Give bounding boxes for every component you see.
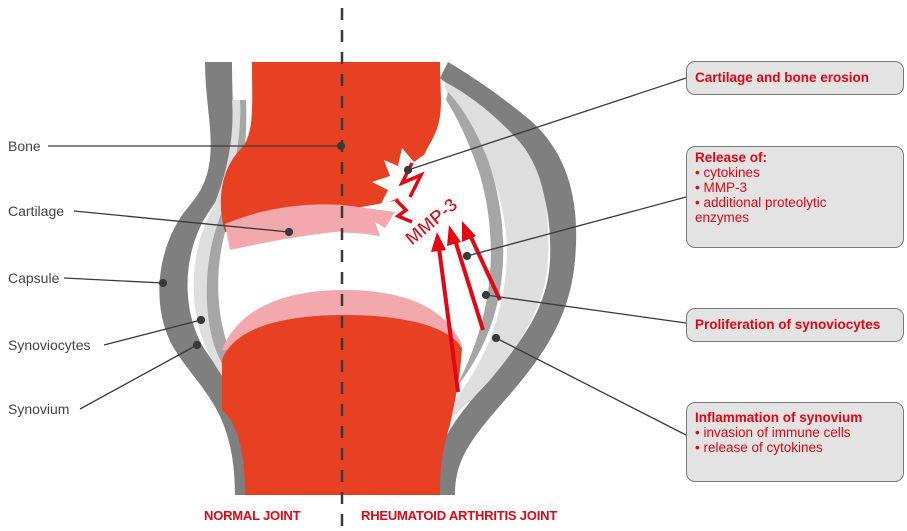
normal-joint-label: NORMAL JOINT bbox=[204, 508, 300, 523]
release-leader-dot bbox=[464, 253, 471, 260]
cartilage-leader-dot bbox=[286, 229, 293, 236]
inflammation-item-cytokines: release of cytokines bbox=[695, 440, 895, 455]
cartilage-label: Cartilage bbox=[8, 203, 64, 219]
release-title: Release of: bbox=[695, 150, 895, 165]
release-item-cytokines: cytokines bbox=[695, 165, 895, 180]
release-item-proteolytic-cont: enzymes bbox=[695, 210, 895, 225]
release-item-proteolytic: additional proteolytic bbox=[695, 195, 895, 210]
bone-label: Bone bbox=[8, 138, 41, 154]
capsule-leader-dot bbox=[160, 280, 167, 287]
proliferation-title: Proliferation of synoviocytes bbox=[695, 317, 895, 332]
proliferation-callout: Proliferation of synoviocytes bbox=[686, 308, 904, 342]
synoviocytes-leader-dot bbox=[198, 317, 205, 324]
inflammation-title: Inflammation of synovium bbox=[695, 410, 895, 425]
inflammation-callout: Inflammation of synovium invasion of imm… bbox=[686, 402, 904, 482]
synovium-leader bbox=[80, 345, 197, 409]
inflammation-leader-dot bbox=[493, 335, 500, 342]
synoviocytes-label: Synoviocytes bbox=[8, 337, 90, 353]
capsule-label: Capsule bbox=[8, 270, 59, 286]
release-callout: Release of: cytokines MMP-3 additional p… bbox=[686, 146, 904, 248]
bone-leader-dot bbox=[338, 143, 345, 150]
synovium-leader-dot bbox=[194, 342, 201, 349]
arrow-2-head bbox=[447, 225, 461, 246]
inflammation-item-immune: invasion of immune cells bbox=[695, 425, 895, 440]
inflammation-leader bbox=[496, 338, 686, 435]
arrow-1-head bbox=[431, 232, 446, 252]
release-list: cytokines MMP-3 additional proteolytic bbox=[695, 165, 895, 210]
proliferation-leader-dot bbox=[483, 292, 490, 299]
erosion-callout: Cartilage and bone erosion bbox=[686, 61, 904, 95]
capsule-leader bbox=[64, 278, 163, 283]
release-item-mmp3: MMP-3 bbox=[695, 180, 895, 195]
synovium-label: Synovium bbox=[8, 401, 69, 417]
erosion-leader-dot bbox=[405, 167, 412, 174]
ra-joint-label: RHEUMATOID ARTHRITIS JOINT bbox=[361, 508, 557, 523]
inflammation-list: invasion of immune cells release of cyto… bbox=[695, 425, 895, 455]
erosion-title: Cartilage and bone erosion bbox=[695, 70, 895, 85]
